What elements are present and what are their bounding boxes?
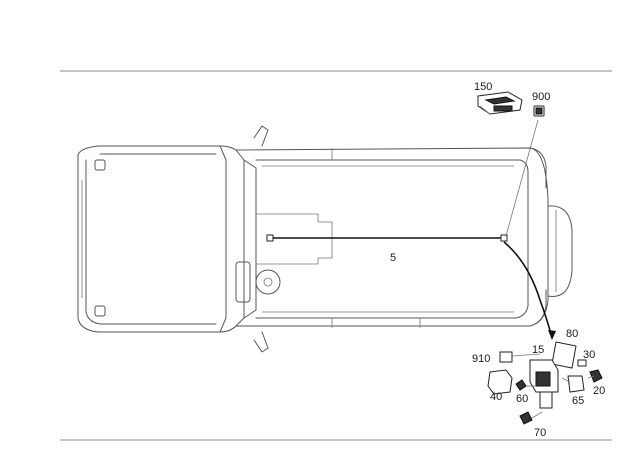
wiring	[266, 119, 556, 340]
callout-60: 60	[516, 393, 528, 405]
callout-80: 80	[566, 328, 578, 340]
control-module-part	[477, 91, 523, 115]
callout-910: 910	[472, 353, 490, 365]
callout-70: 70	[534, 427, 546, 439]
callout-15: 15	[532, 344, 544, 356]
callout-40: 40	[490, 391, 502, 403]
callout-65: 65	[572, 395, 584, 407]
callout-150: 150	[474, 81, 492, 93]
callout-20: 20	[593, 385, 605, 397]
vehicle-outline	[77, 125, 573, 353]
callout-900: 900	[532, 91, 550, 103]
callout-5: 5	[390, 252, 396, 264]
sensor-assembly	[487, 341, 603, 425]
callout-30: 30	[583, 349, 595, 361]
connector-part	[533, 105, 545, 117]
